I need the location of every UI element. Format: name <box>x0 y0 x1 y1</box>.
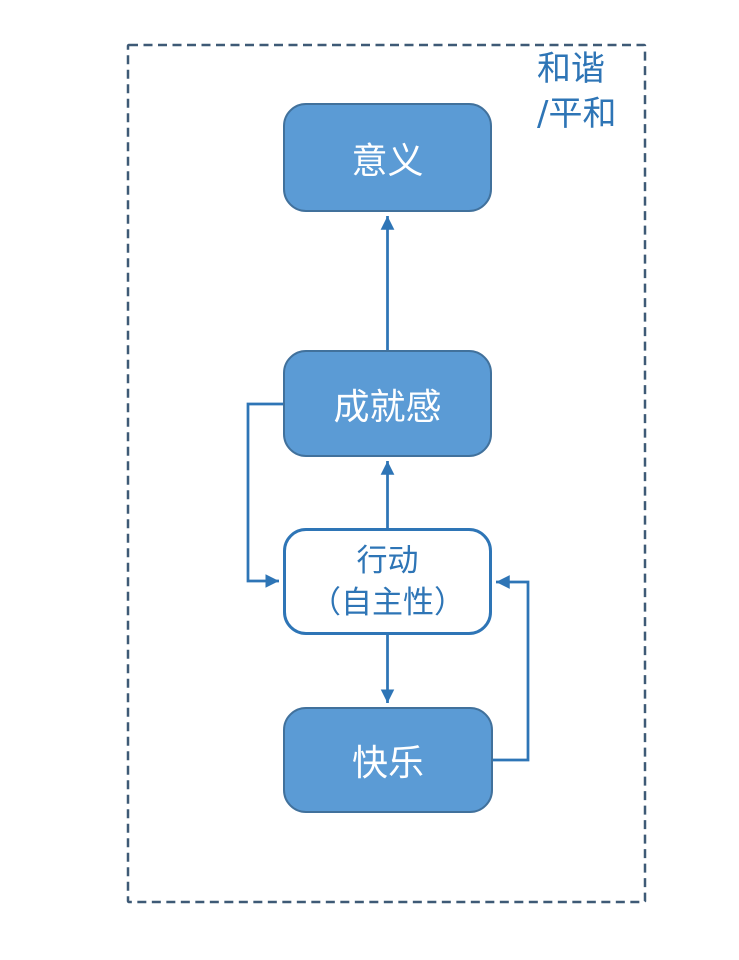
node-achievement[interactable]: 成就感 <box>283 350 492 457</box>
corner-label-harmony-peace: 和谐 /平和 <box>537 47 616 137</box>
connector-achievement-to-action-left-loop <box>246 402 283 588</box>
node-action[interactable]: 行动 （自主性） <box>283 528 492 635</box>
node-happiness[interactable]: 快乐 <box>283 707 493 813</box>
node-achievement-label: 成就感 <box>333 386 442 428</box>
corner-label-line1: 和谐 <box>537 49 605 89</box>
dashed-boundary <box>126 43 647 904</box>
node-meaning-label: 意义 <box>351 140 424 182</box>
node-happiness-label: 快乐 <box>351 743 424 784</box>
node-action-label-line2: （自主性） <box>310 584 465 621</box>
node-meaning[interactable]: 意义 <box>283 103 492 212</box>
corner-label-line2: /平和 <box>537 94 617 134</box>
node-action-label-line1: 行动 <box>356 542 419 579</box>
connector-happiness-to-action-right-loop <box>492 575 530 762</box>
